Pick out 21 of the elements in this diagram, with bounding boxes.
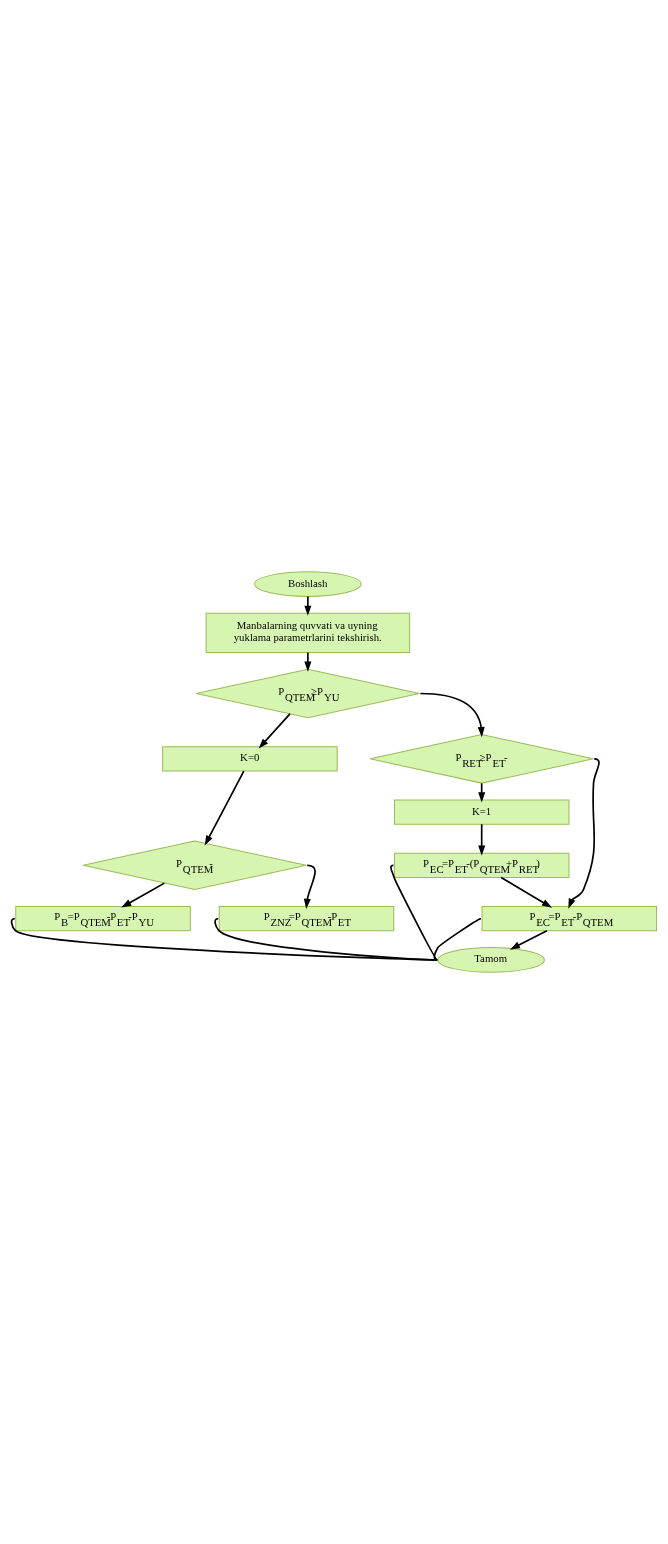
arrow [121,882,166,908]
arrow [478,823,486,856]
node-ellipse: Tamom [437,947,545,973]
node-box: K=0 [162,746,338,772]
arrow [478,782,486,803]
arrow [204,770,245,846]
arrow [568,758,600,909]
connector [433,917,482,961]
arrow [258,713,291,749]
arrow [303,864,316,909]
connector [390,864,439,961]
arrow [304,595,312,616]
node-box: Manbalarning quvvati va uyning yuklama parametrlarini tekshirish. [205,612,411,653]
node-box: K=1 [393,799,570,825]
arrow [500,876,553,908]
arrow [304,651,312,672]
connector [10,917,439,961]
arrow [419,692,485,738]
arrow [509,929,548,950]
node-ellipse: Boshlash [254,571,362,597]
connector [214,917,439,961]
